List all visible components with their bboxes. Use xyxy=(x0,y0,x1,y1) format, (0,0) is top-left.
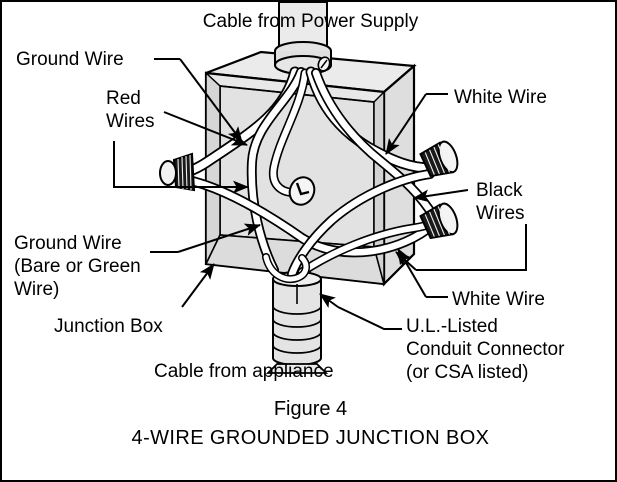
conduit-end-flange xyxy=(265,363,329,374)
leader-ul xyxy=(319,293,339,308)
label-white-wire-bottom: White Wire xyxy=(452,289,545,310)
wire-nut-red-cap xyxy=(159,160,177,186)
leader-white-bottom xyxy=(397,248,427,298)
wire-nut-red-wires xyxy=(159,152,196,192)
wire-nut-black-wires xyxy=(419,202,459,240)
leader-ground-bare xyxy=(177,223,261,253)
conduit-rib-3 xyxy=(272,331,322,341)
wire-nut-red-ribs xyxy=(177,154,192,191)
ground-screw xyxy=(288,176,316,206)
label-cable-from-appliance: Cable from appliance xyxy=(154,361,334,382)
leader-red-upper xyxy=(163,111,248,146)
label-ground-wire-bare-or-green: Ground Wire (Bare or Green Wire) xyxy=(14,233,141,300)
leader-ul-bracket xyxy=(337,306,402,330)
wire-nut-black-ribs xyxy=(424,206,450,237)
figure-caption-title: Figure 4 xyxy=(273,398,348,420)
label-junction-box: Junction Box xyxy=(54,316,163,337)
wire-nut-white-wire xyxy=(419,140,459,178)
leader-white-top xyxy=(385,93,427,155)
wire-ground-curve-fill xyxy=(248,68,305,274)
leader-black-upper xyxy=(413,189,469,203)
wire-diagonal-left-to-right-fill xyxy=(174,174,438,256)
connector-set-screw-slot xyxy=(320,59,328,69)
ground-screw-head xyxy=(288,176,316,206)
conduit-rib-4 xyxy=(272,344,322,354)
leader-black-bracket xyxy=(416,224,527,271)
label-black-wires: Black Wires xyxy=(476,180,525,224)
leader-junction-box xyxy=(181,263,215,308)
wire-nut-white-cap xyxy=(437,140,459,174)
ground-screw-slot xyxy=(295,182,310,196)
label-ground-wire-top: Ground Wire xyxy=(16,49,124,70)
wire-to-ground-screw-fill xyxy=(270,70,308,196)
figure-caption-subtitle: 4-WIRE GROUNDED JUNCTION BOX xyxy=(131,427,490,449)
label-white-wire-top: White Wire xyxy=(454,87,547,108)
conduit-rib-1 xyxy=(272,305,322,315)
label-red-wires: Red Wires xyxy=(106,88,155,132)
bottom-flexible-conduit xyxy=(265,271,329,374)
wire-ground-loop-bottom-fill xyxy=(263,254,309,282)
leader-red-bracket xyxy=(113,141,230,188)
label-ul-listed-conduit-connector: U.L.-Listed Conduit Connector (or CSA li… xyxy=(406,316,565,383)
conduit-rib-2 xyxy=(272,318,322,328)
wire-bundle xyxy=(168,66,441,283)
wire-nut-black-cap xyxy=(437,202,459,236)
wire-nut-white-ribs xyxy=(424,144,450,175)
leader-ground-top xyxy=(179,58,243,143)
label-cable-from-power-supply: Cable from Power Supply xyxy=(202,11,419,32)
leader-lines xyxy=(113,58,527,330)
